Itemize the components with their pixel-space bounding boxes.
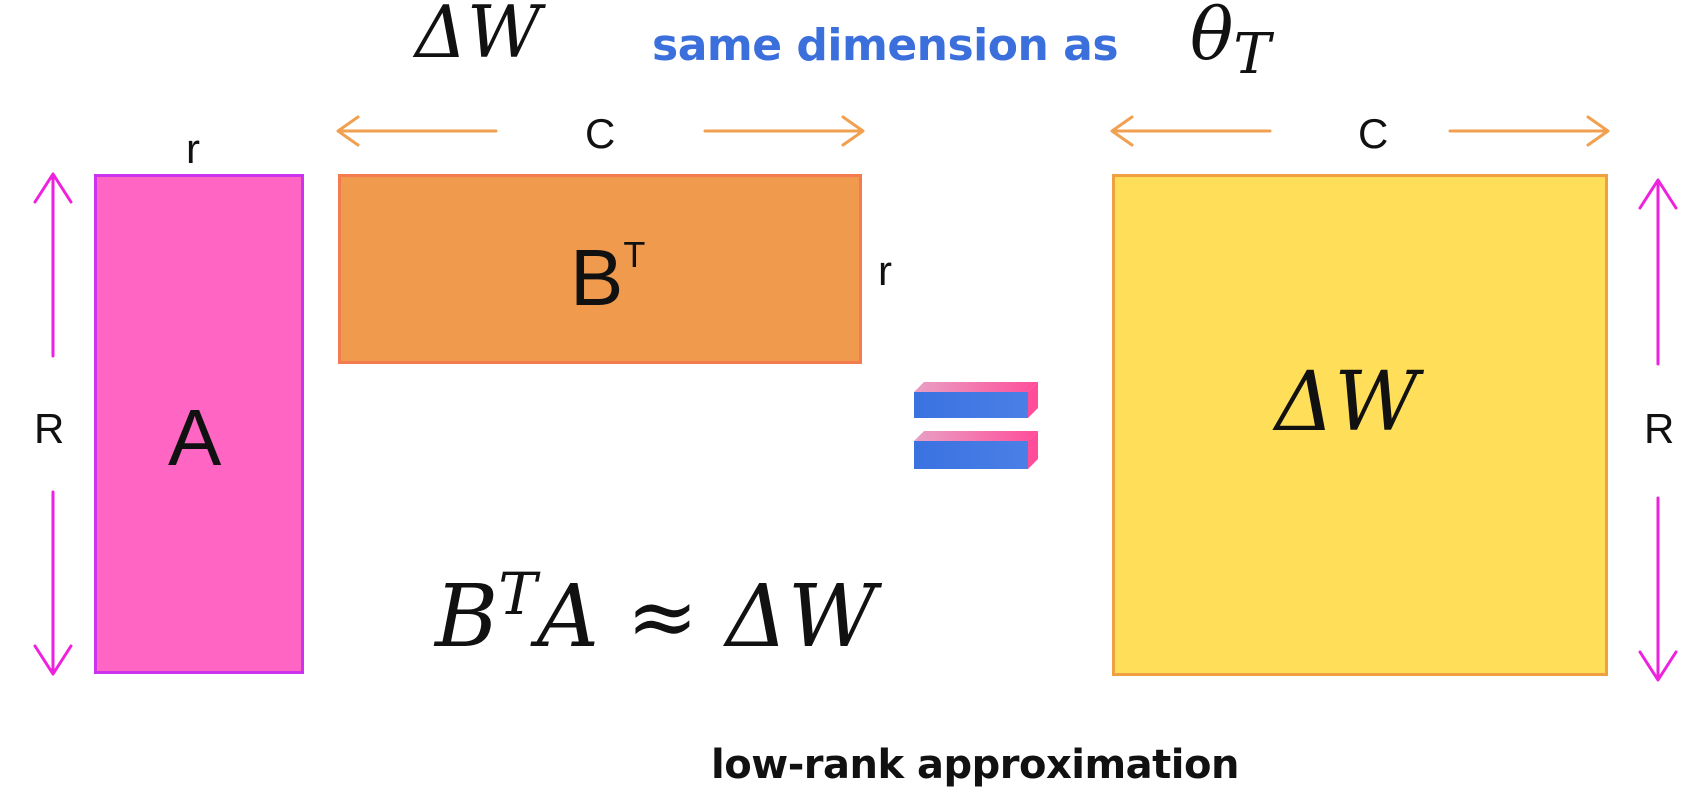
formula-rest: A ≈ ΔW <box>536 566 877 667</box>
matrix-bt-label-base: B <box>570 233 624 322</box>
matrix-delta-w-label: ΔW <box>1275 355 1419 450</box>
dw-width-arrow-left <box>1110 115 1272 147</box>
formula-b: B <box>435 566 499 667</box>
theta-subscript: T <box>1233 22 1271 87</box>
same-dimension-text: same dimension as <box>652 20 1119 71</box>
dw-height-arrow-down <box>1638 496 1678 682</box>
matrix-bt-height-label: r <box>878 247 892 294</box>
matrix-delta-w-height-label: R <box>1644 405 1675 452</box>
matrix-bt-label: BT <box>570 237 645 318</box>
theta-t-heading: θT <box>1190 0 1271 83</box>
matrix-a <box>94 174 304 674</box>
equals-icon <box>914 382 1038 469</box>
formula-t-superscript: T <box>498 560 537 628</box>
matrix-bt-width-label: C <box>585 110 616 157</box>
bt-width-arrow-left <box>336 115 498 147</box>
matrix-a-label: A <box>168 393 222 482</box>
equals-bar-top <box>914 382 1038 418</box>
matrix-delta-w <box>1112 174 1608 676</box>
matrix-delta-w-width-label: C <box>1358 110 1389 157</box>
matrix-bt <box>338 174 862 364</box>
dw-height-arrow-up <box>1638 178 1678 366</box>
bt-width-arrow-right <box>703 115 865 147</box>
equals-bar-bottom <box>914 431 1038 469</box>
dw-width-arrow-right <box>1448 115 1610 147</box>
theta-symbol: θ <box>1190 0 1234 76</box>
matrix-a-height-label: R <box>34 405 65 452</box>
a-height-arrow-up <box>33 172 73 358</box>
formula: BTA ≈ ΔW <box>435 565 876 660</box>
caption: low-rank approximation <box>711 742 1239 788</box>
a-height-arrow-down <box>33 490 73 676</box>
matrix-a-width-label: r <box>186 125 200 172</box>
matrix-bt-label-sup: T <box>623 234 646 275</box>
delta-w-heading: ΔW <box>415 0 541 74</box>
